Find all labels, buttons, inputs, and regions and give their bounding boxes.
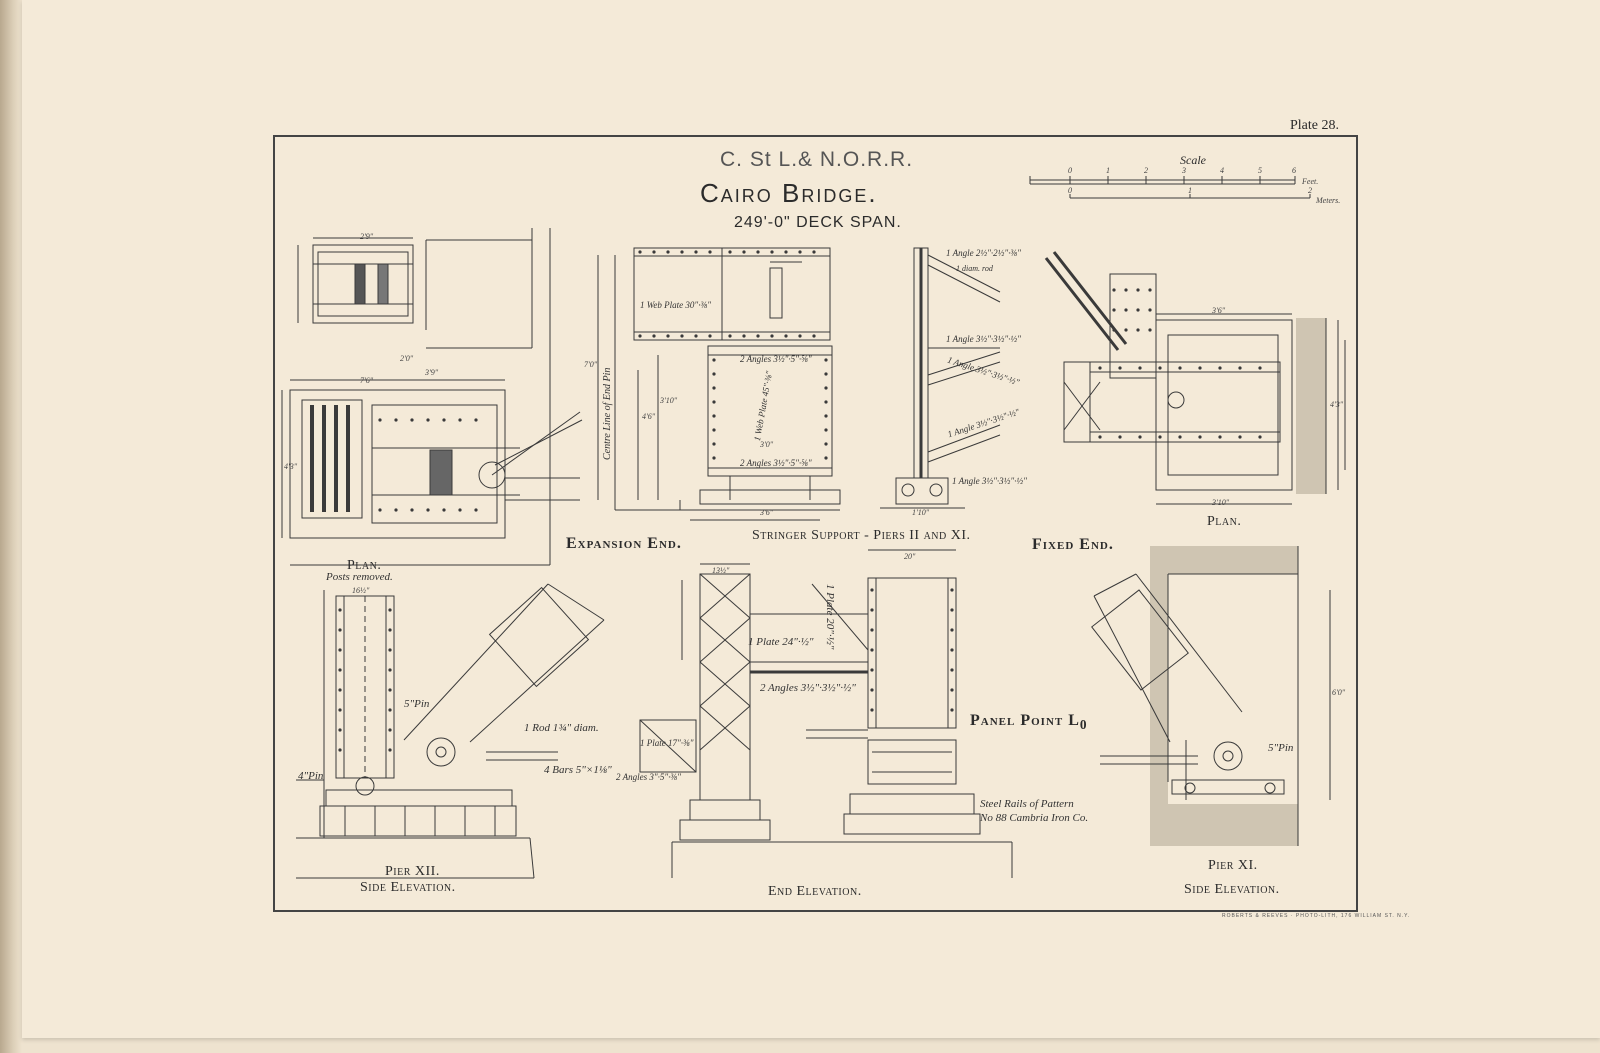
note-angle-g: 1 Angle 2½"·2½"·⅜" xyxy=(946,248,1021,258)
scale-feet-unit: Feet. xyxy=(1302,177,1319,186)
note-angle-f: 1 Angle 3½"·3½"·½" xyxy=(952,476,1027,486)
dim-3-10b: 3'10" xyxy=(1212,498,1230,507)
label-stringer-support: Stringer Support - Piers II and XI. xyxy=(752,528,971,543)
note-pin-5-right: 5"Pin xyxy=(1268,742,1294,754)
scale-meter-1: 1 xyxy=(1188,186,1192,195)
scale-meter-unit: Meters. xyxy=(1316,196,1341,205)
note-diam-rod: 1 diam. rod xyxy=(956,264,993,273)
drawing-frame xyxy=(273,135,1358,912)
dim-2-0: 2'0" xyxy=(400,354,414,363)
dim-7-0: 7'0" xyxy=(584,360,598,369)
pier-xii-side-elevation xyxy=(296,583,605,879)
note-angles-a: 2 Angles 3½"·3½"·½" xyxy=(760,682,856,694)
dim-3-6b: 3'6" xyxy=(1212,306,1226,315)
label-posts-removed: Posts removed. xyxy=(326,571,393,583)
plan-expansion-end xyxy=(281,228,583,566)
panel-point-subscript: 0 xyxy=(1079,717,1088,733)
dim-6-0: 6'0" xyxy=(1332,688,1346,697)
label-pier-xi: Pier XI. xyxy=(1208,858,1258,873)
end-elevation xyxy=(639,549,1013,878)
stringer-support xyxy=(880,247,1001,509)
scale-feet-4: 4 xyxy=(1220,166,1224,175)
label-pier-xii: Pier XII. xyxy=(385,864,440,879)
dim-13: 13½" xyxy=(712,566,730,575)
dim-4-6: 4'6" xyxy=(642,412,656,421)
dim-1-10: 1'10" xyxy=(912,508,930,517)
dim-3-0: 3'0" xyxy=(760,440,774,449)
label-side-elevation-left: Side Elevation. xyxy=(360,880,456,895)
drawing-sheet xyxy=(22,0,1600,1038)
note-pin-5-left: 5"Pin xyxy=(404,698,430,710)
label-fixed-end: Fixed End. xyxy=(1032,536,1114,553)
dim-2-9: 2'9" xyxy=(360,232,374,241)
scale-feet-2: 2 xyxy=(1144,166,1148,175)
note-rod: 1 Rod 1¾" diam. xyxy=(524,722,599,734)
label-plan-right: Plan. xyxy=(1207,514,1242,529)
dim-16: 16½" xyxy=(352,586,370,595)
dim-4-3b: 4'3" xyxy=(1330,400,1344,409)
dim-3-10: 3'10" xyxy=(660,396,678,405)
dim-20: 20" xyxy=(904,552,916,561)
plan-top-left xyxy=(297,228,533,349)
dim-7-6: 7'6" xyxy=(360,376,374,385)
note-angles-top: 2 Angles 3½"·5"·⅝" xyxy=(740,354,812,364)
scale-feet-1: 1 xyxy=(1106,166,1110,175)
note-centre-line: Centre Line of End Pin xyxy=(602,367,613,460)
label-panel-point: Panel Point L0 xyxy=(970,712,1088,733)
pier-xi-side-elevation xyxy=(1091,546,1331,846)
note-angles-bottom: 2 Angles 3½"·5"·⅝" xyxy=(740,458,812,468)
note-pin-4: 4"Pin xyxy=(298,770,324,782)
note-bars: 4 Bars 5"×1⅛" xyxy=(544,764,612,776)
rivet-pattern xyxy=(338,250,1262,752)
scale-label: Scale xyxy=(1180,153,1206,167)
dim-4-3: 4'3" xyxy=(284,462,298,471)
note-angles-small: 2 Angles 3"·5"·⅜" xyxy=(616,772,681,782)
scale-feet-0: 0 xyxy=(1068,166,1072,175)
printer-credit: ROBERTS & REEVES · PHOTO-LITH, 176 WILLI… xyxy=(1222,913,1411,919)
scale-bar xyxy=(1029,176,1311,199)
label-plan-left: Plan. xyxy=(347,558,382,573)
plate-number: Plate 28. xyxy=(1290,118,1339,133)
railroad-name: C. St L.& N.O.R.R. xyxy=(720,148,914,171)
scale-feet-5: 5 xyxy=(1258,166,1262,175)
drawing-title: Cairo Bridge. xyxy=(700,178,878,208)
note-rails-2: No 88 Cambria Iron Co. xyxy=(980,812,1089,824)
note-rails: Steel Rails of Pattern xyxy=(980,798,1074,810)
note-angle-c: 1 Angle 3½"·3½"·½" xyxy=(946,334,1021,344)
scale-meter-0: 0 xyxy=(1068,186,1072,195)
dim-3-6: 3'6" xyxy=(760,508,774,517)
elevation-expansion-end xyxy=(597,247,841,521)
panel-point-text: Panel Point L xyxy=(970,712,1080,729)
label-expansion-end: Expansion End. xyxy=(566,535,682,552)
scale-feet-3: 3 xyxy=(1182,166,1186,175)
span-label: 249'-0" DECK SPAN. xyxy=(734,214,902,231)
scale-feet-6: 6 xyxy=(1292,166,1296,175)
note-plate-small: 1 Plate 17"·⅜" xyxy=(640,738,694,748)
fixed-end xyxy=(1044,251,1346,505)
binding-gutter xyxy=(0,0,22,1053)
note-web-plate: 1 Web Plate 30"·⅜" xyxy=(640,300,711,310)
note-plate-a: 1 Plate 24"·½" xyxy=(748,636,814,648)
label-end-elevation: End Elevation. xyxy=(768,884,862,899)
label-side-elevation-right: Side Elevation. xyxy=(1184,882,1280,897)
note-plate-b: 1 Plate 20"·½" xyxy=(824,584,836,650)
scale-meter-2: 2 xyxy=(1308,186,1312,195)
dim-3-9: 3'9" xyxy=(425,368,439,377)
